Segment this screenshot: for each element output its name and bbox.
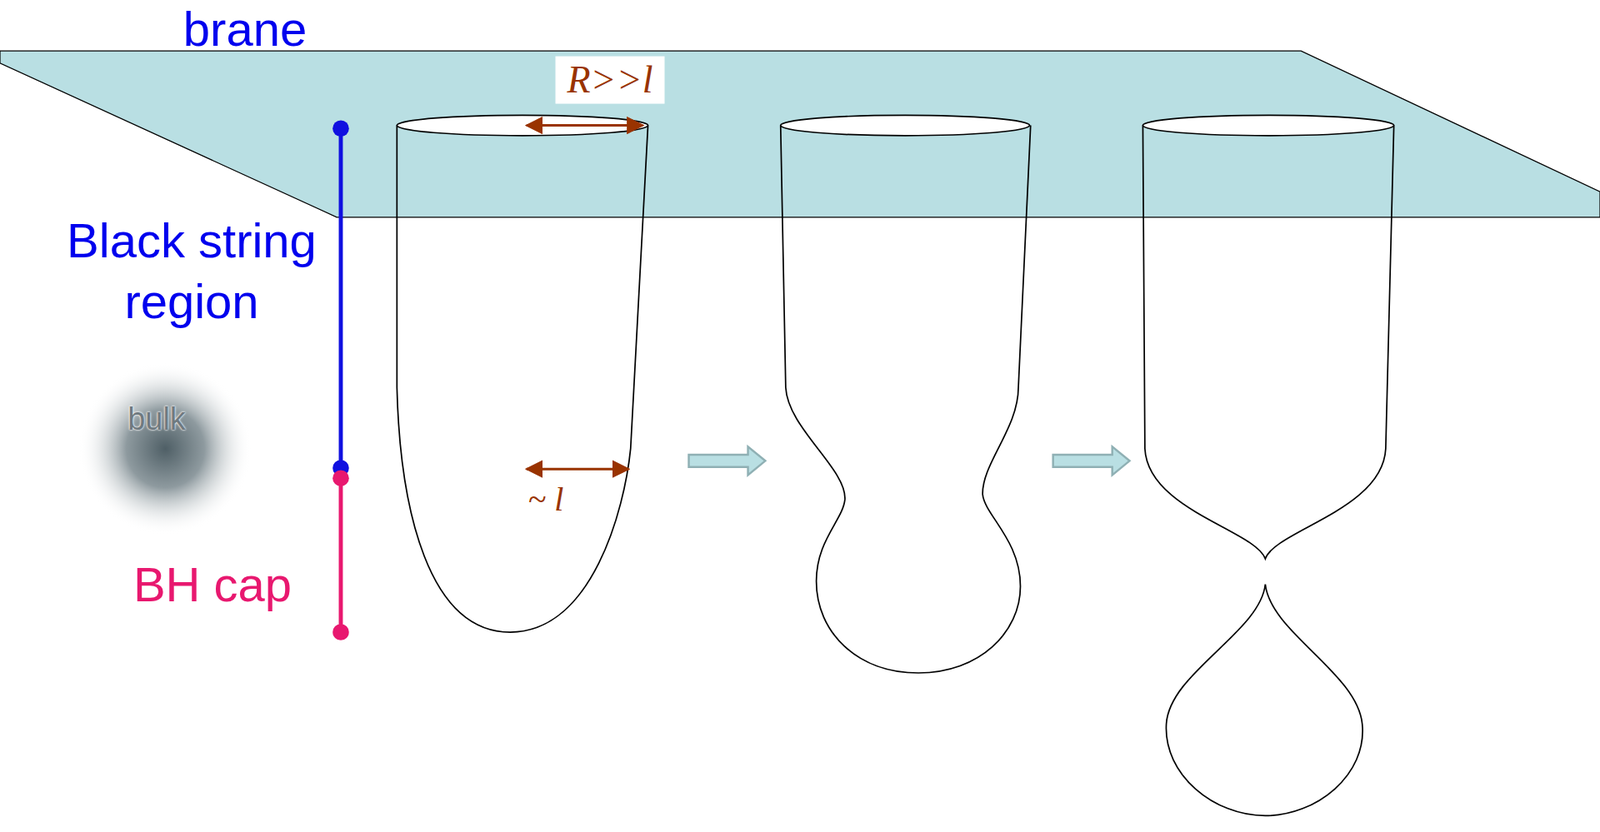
horizon-top [1142, 115, 1394, 135]
bh-cap-bracket [339, 479, 344, 633]
black-string-bracket [339, 128, 344, 470]
detached-black-hole [1165, 585, 1363, 817]
width-arrow [526, 468, 629, 471]
bulk-label: bulk [127, 401, 186, 439]
width-label: ~ l [528, 480, 565, 520]
transition-arrow [689, 446, 766, 475]
brane-label: brane [183, 1, 307, 58]
horizon-top [780, 115, 1030, 135]
radius-label: R>>l [555, 56, 665, 105]
horizon-top [396, 115, 648, 135]
brane-plane [0, 50, 1600, 218]
necking-horizon [780, 125, 1031, 674]
region-label: Black string region [33, 210, 350, 332]
bracket-dot [332, 470, 350, 487]
bulk-blob [78, 362, 252, 536]
transition-arrow [1053, 446, 1130, 475]
black-string-horizon [396, 125, 648, 633]
cap-label: BH cap [133, 557, 292, 614]
pinching-horizon [1142, 125, 1394, 560]
bracket-dot [332, 624, 350, 641]
radius-arrow [526, 124, 644, 127]
bracket-dot [332, 120, 350, 137]
